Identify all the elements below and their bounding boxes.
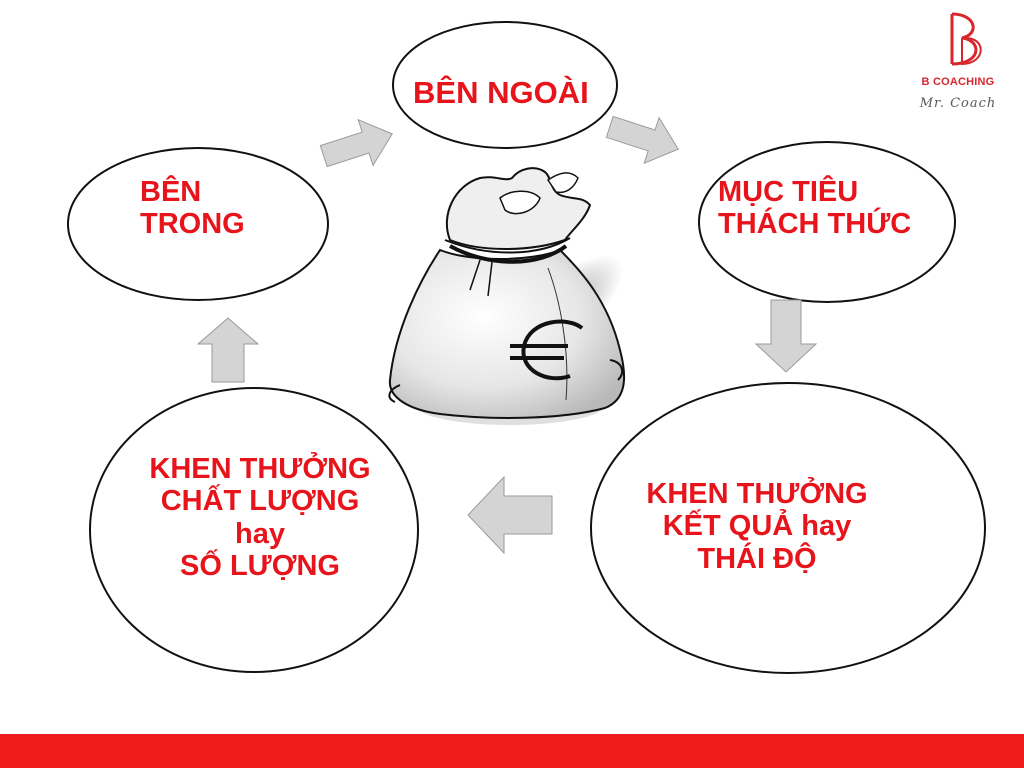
- node-line: KẾT QUẢ hay: [662, 510, 852, 543]
- node-line: BÊN: [140, 176, 202, 208]
- node-line: BÊN NGOÀI: [413, 75, 589, 110]
- node-line: KHEN THƯỞNG: [149, 453, 371, 485]
- node-line: hay: [235, 517, 285, 550]
- node-ben-ngoai-label: BÊN NGOÀI: [413, 75, 589, 111]
- node-ben-trong-label: BÊN TRONG: [140, 176, 245, 241]
- node-muc-tieu-label: MỤC TIÊU THÁCH THỨC: [718, 176, 911, 241]
- node-line: SỐ LƯỢNG: [180, 550, 340, 583]
- node-line: CHẤT LƯỢNG: [160, 485, 360, 518]
- node-khen-thuong-chat-luong-ellipse: [89, 387, 419, 673]
- arrow-to-khen-thuong-ket-qua: [754, 299, 818, 373]
- node-khen-thuong-chat-luong-label: KHEN THƯỞNG CHẤT LƯỢNG hay SỐ LƯỢNG: [118, 453, 402, 583]
- brand-tagline: Mr. Coach: [919, 96, 997, 111]
- node-ben-trong-ellipse: [67, 147, 329, 301]
- arrow-to-ben-trong: [196, 317, 260, 383]
- node-line: TRONG: [140, 208, 245, 241]
- node-line: THÁI ĐỘ: [697, 542, 817, 575]
- money-bag-euro-icon: [388, 167, 626, 425]
- arrow-to-ben-ngoai: [319, 118, 393, 168]
- node-khen-thuong-ket-qua-ellipse: [590, 382, 986, 674]
- arrow-to-khen-thuong-chat-luong: [467, 475, 553, 555]
- arrow-to-muc-tieu: [605, 115, 679, 165]
- node-line: MỤC TIÊU: [718, 176, 859, 208]
- node-ben-ngoai-ellipse: [392, 21, 618, 149]
- footer-bar: [0, 734, 1024, 768]
- node-muc-tieu-ellipse: [698, 141, 956, 303]
- node-line: THÁCH THỨC: [718, 208, 912, 241]
- node-line: KHEN THƯỞNG: [646, 478, 868, 510]
- brand-logo: B COACHING Mr. Coach: [900, 8, 1016, 118]
- brand-name: B COACHING: [921, 76, 995, 88]
- node-khen-thuong-ket-qua-label: KHEN THƯỞNG KẾT QUẢ hay THÁI ĐỘ: [622, 478, 892, 575]
- bd-monogram-icon: [950, 12, 982, 66]
